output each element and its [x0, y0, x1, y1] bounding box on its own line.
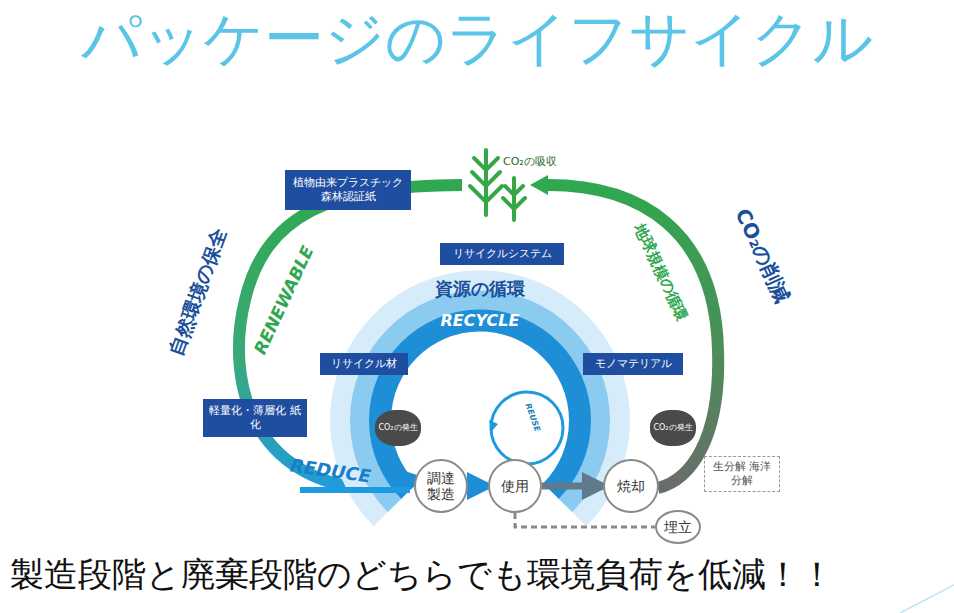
recycle-ring-mid: [370, 310, 590, 498]
flow-connector: [515, 513, 655, 527]
reduce-box: 軽量化・薄層化 紙 化: [203, 399, 307, 437]
reduce-band: [300, 487, 410, 493]
absorb-label: CO₂の吸収: [503, 154, 557, 169]
node-text: 使用: [501, 478, 529, 494]
node-text: 植物由来プラスチック 森林認証紙: [291, 176, 405, 204]
corner-line: [900, 585, 954, 613]
node-text: モノマテリアル: [595, 357, 672, 371]
recycle-ring-outer: [360, 300, 600, 505]
stage-circle: 使用: [488, 459, 542, 513]
node-text: 軽量化・薄層化 紙 化: [209, 404, 301, 432]
material-box: 植物由来プラスチック 森林認証紙: [285, 170, 411, 210]
flow-connector: [542, 483, 603, 490]
material-box: モノマテリアル: [583, 353, 683, 375]
co2-cloud: CO₂の発生: [650, 410, 696, 446]
stage-circle: 調達 製造: [414, 459, 468, 513]
node-text: 埋立: [664, 519, 692, 535]
flow-connector: [468, 483, 488, 490]
stage-circle: 焼却: [603, 459, 659, 513]
node-text: リサイクルシステム: [453, 247, 552, 261]
ring-title: 資源の循環: [435, 277, 525, 301]
node-text: CO₂の発生: [378, 423, 417, 433]
ring-keyword: RECYCLE: [441, 311, 520, 330]
arc-title: CO₂の削減: [729, 204, 796, 306]
stage-circle: 埋立: [655, 510, 701, 544]
arc-title: 自然環境の保全: [163, 225, 233, 359]
reuse-loop: [491, 392, 563, 464]
reuse-arrowhead: [489, 420, 498, 432]
material-box: リサイクル材: [320, 353, 408, 375]
recycle-ring-inner: [380, 321, 580, 491]
node-text: 焼却: [617, 478, 645, 494]
co2-cloud: CO₂の発生: [375, 410, 421, 446]
note-box: 生分解 海洋分解: [704, 456, 780, 492]
node-text: 生分解 海洋分解: [711, 460, 773, 488]
page-title: パッケージのライフサイクル: [0, 2, 954, 74]
page-caption: 製造段階と廃棄段階のどちらでも環境負荷を低減！！: [10, 552, 834, 596]
node-text: CO₂の発生: [653, 423, 692, 433]
reuse-keyword: REUSE: [523, 402, 541, 433]
system-box: リサイクルシステム: [440, 243, 564, 265]
arc-arrowhead: [530, 175, 548, 195]
node-text: リサイクル材: [331, 357, 397, 371]
node-text: 調達 製造: [418, 470, 464, 502]
